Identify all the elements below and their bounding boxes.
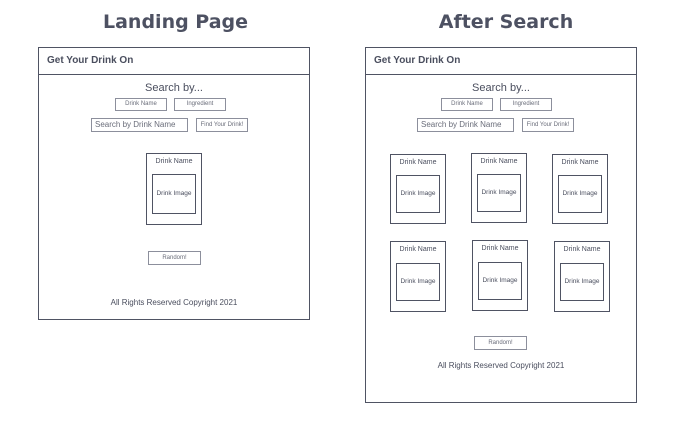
landing-page-title: Landing Page (103, 11, 249, 33)
drink-image-placeholder: Drink Image (152, 174, 196, 214)
after-search-ingredient-button[interactable]: Ingredient (500, 98, 552, 111)
drink-image-placeholder: Drink Image (396, 263, 440, 301)
after-search-footer: All Rights Reserved Copyright 2021 (437, 361, 565, 370)
landing-find-button[interactable]: Find Your Drink! (196, 118, 248, 132)
drink-image-placeholder: Drink Image (558, 175, 602, 213)
landing-search-label: Search by... (145, 82, 203, 94)
landing-random-button[interactable]: Random! (148, 251, 201, 265)
after-search-title: After Search (438, 11, 574, 33)
landing-drink-name-button[interactable]: Drink Name (115, 98, 167, 111)
landing-ingredient-button[interactable]: Ingredient (174, 98, 226, 111)
result-card-3[interactable]: Drink Name Drink Image (552, 154, 608, 224)
drink-name-label: Drink Name (399, 246, 437, 253)
drink-name-label: Drink Name (480, 158, 518, 165)
after-search-search-input[interactable]: Search by Drink Name (417, 118, 514, 132)
landing-header: Get Your Drink On (39, 48, 309, 75)
after-search-frame: Get Your Drink On Search by... Drink Nam… (365, 47, 637, 403)
drink-image-placeholder: Drink Image (477, 174, 521, 212)
result-card-6[interactable]: Drink Name Drink Image (554, 241, 610, 312)
drink-name-label: Drink Name (399, 159, 437, 166)
after-search-random-button[interactable]: Random! (474, 336, 527, 350)
after-search-search-label: Search by... (472, 82, 530, 94)
result-card-1[interactable]: Drink Name Drink Image (390, 154, 446, 224)
landing-page-frame: Get Your Drink On Search by... Drink Nam… (38, 47, 310, 320)
landing-search-input[interactable]: Search by Drink Name (91, 118, 188, 132)
landing-footer: All Rights Reserved Copyright 2021 (110, 298, 238, 307)
drink-image-placeholder: Drink Image (478, 262, 522, 300)
after-search-header: Get Your Drink On (366, 48, 636, 75)
drink-name-label: Drink Name (481, 245, 519, 252)
result-card-4[interactable]: Drink Name Drink Image (390, 241, 446, 312)
drink-image-placeholder: Drink Image (560, 263, 604, 301)
after-search-drink-name-button[interactable]: Drink Name (441, 98, 493, 111)
result-card-5[interactable]: Drink Name Drink Image (472, 240, 528, 311)
drink-name-label: Drink Name (561, 159, 599, 166)
landing-drink-card[interactable]: Drink Name Drink Image (146, 153, 202, 225)
after-search-find-button[interactable]: Find Your Drink! (522, 118, 574, 132)
drink-name-label: Drink Name (155, 158, 193, 165)
result-card-2[interactable]: Drink Name Drink Image (471, 153, 527, 223)
drink-image-placeholder: Drink Image (396, 175, 440, 213)
drink-name-label: Drink Name (563, 246, 601, 253)
